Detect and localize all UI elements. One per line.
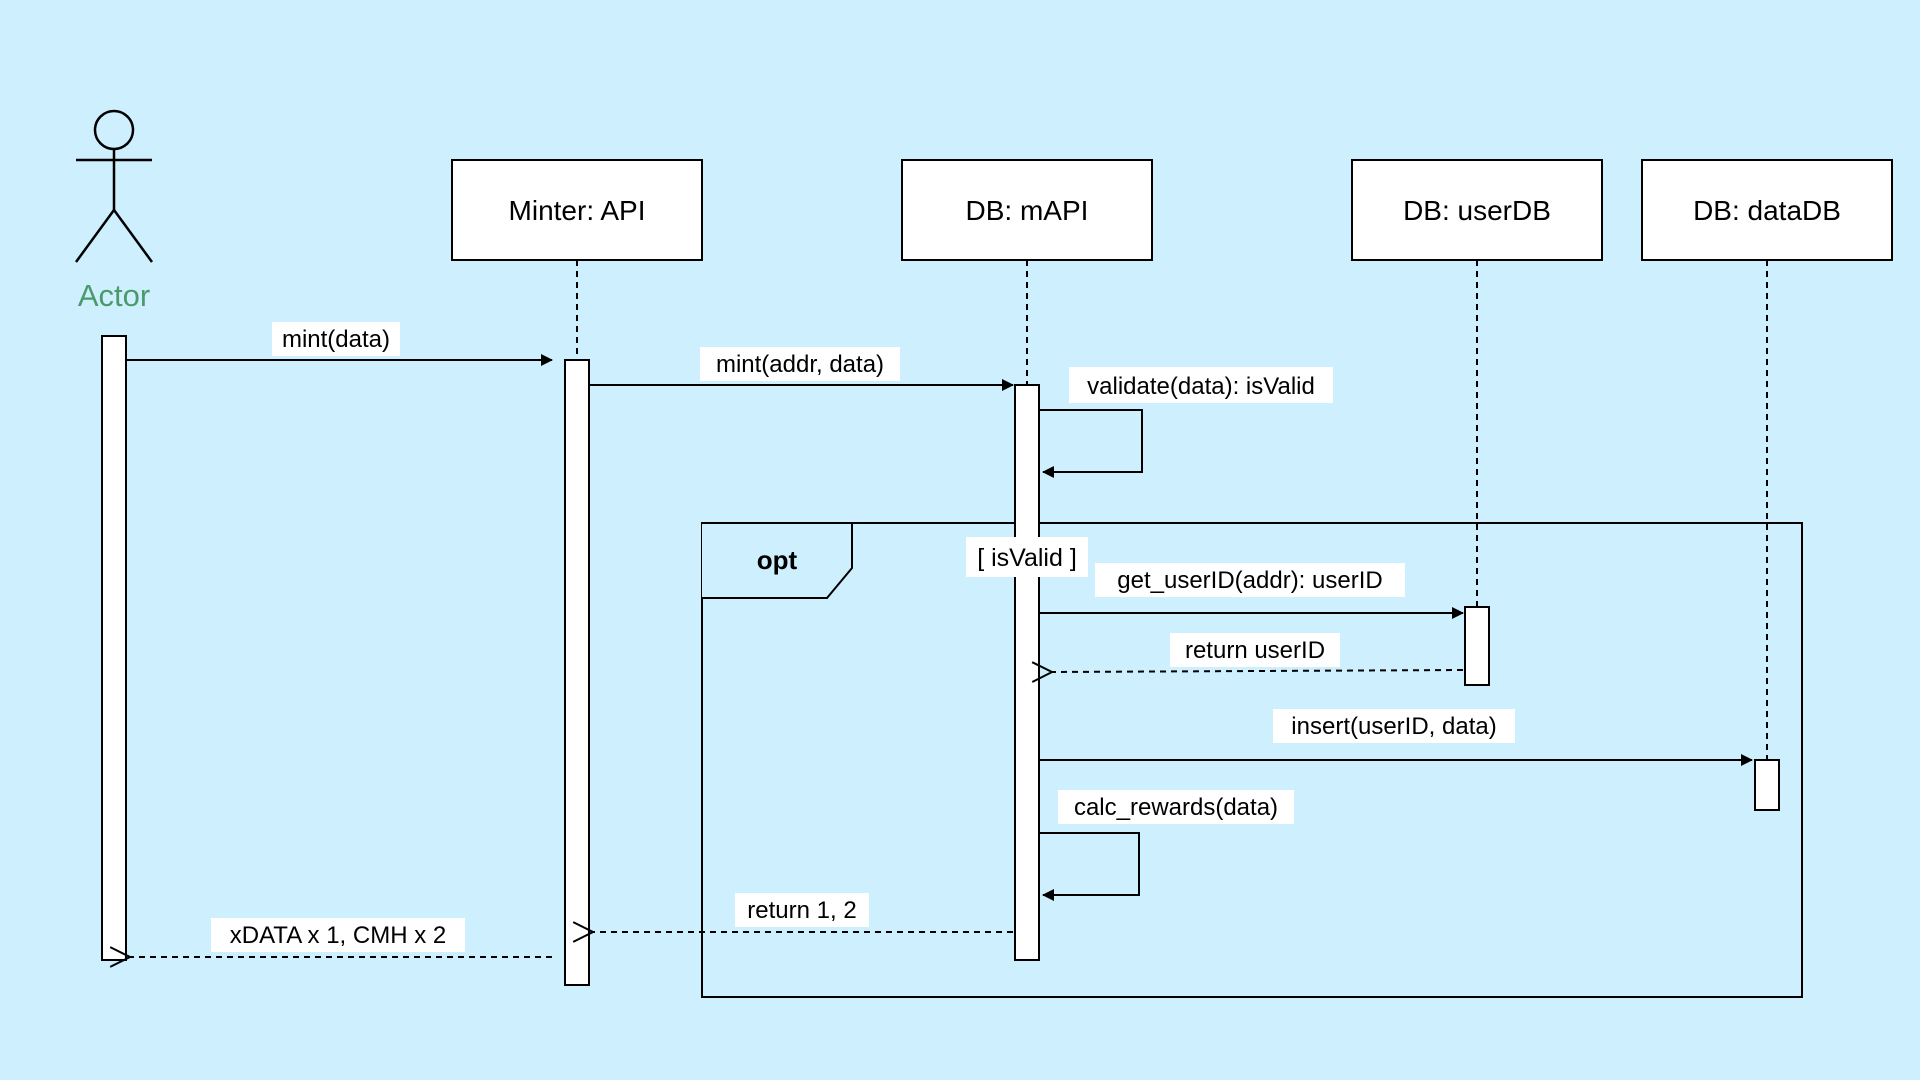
participant-db-datadb: DB: dataDB xyxy=(1641,159,1893,261)
actor-icon xyxy=(74,109,154,263)
msg-text-validate: validate(data): isValid xyxy=(1087,373,1315,400)
participant-minter-api: Minter: API xyxy=(451,159,703,261)
msg-label-mint-addr-data: mint(addr, data) xyxy=(700,347,900,381)
msg-validate-arrow xyxy=(1039,409,1143,478)
msg-text-get-userid: get_userID(addr): userID xyxy=(1117,567,1382,594)
msg-label-return-userid: return userID xyxy=(1170,633,1340,667)
msg-label-validate: validate(data): isValid xyxy=(1069,367,1333,403)
msg-text-mint-data: mint(data) xyxy=(282,326,390,353)
opt-operator-label: opt xyxy=(757,545,798,575)
msg-calc-rewards-arrow xyxy=(1039,832,1140,901)
msg-text-xdata-cmh: xDATA x 1, CMH x 2 xyxy=(230,922,446,949)
msg-label-mint-data: mint(data) xyxy=(272,322,400,356)
participant-db-userdb: DB: userDB xyxy=(1351,159,1603,261)
participant-label-db-datadb: DB: dataDB xyxy=(1693,195,1841,226)
activation-db-mapi xyxy=(1014,384,1040,961)
msg-return-userid-arrow xyxy=(1052,670,1464,672)
msg-text-insert: insert(userID, data) xyxy=(1291,713,1496,740)
guard-text: [ isValid ] xyxy=(977,544,1077,572)
actor-label: Actor xyxy=(78,278,150,313)
msg-text-calc-rewards: calc_rewards(data) xyxy=(1074,794,1278,821)
participant-label-minter-api: Minter: API xyxy=(509,195,646,226)
msg-label-insert: insert(userID, data) xyxy=(1273,709,1515,743)
msg-label-get-userid: get_userID(addr): userID xyxy=(1095,563,1405,597)
msg-text-return-1-2: return 1, 2 xyxy=(747,897,856,924)
activation-db-datadb xyxy=(1754,759,1780,811)
participant-label-db-userdb: DB: userDB xyxy=(1403,195,1551,226)
participant-db-mapi: DB: mAPI xyxy=(901,159,1153,261)
activation-minter-api xyxy=(564,359,590,986)
participant-label-db-mapi: DB: mAPI xyxy=(966,195,1089,226)
msg-label-return-1-2: return 1, 2 xyxy=(735,893,869,927)
msg-label-calc-rewards: calc_rewards(data) xyxy=(1058,790,1294,824)
opt-fragment: opt xyxy=(701,522,1803,998)
activation-db-userdb xyxy=(1464,606,1490,686)
activation-actor xyxy=(101,335,127,961)
msg-label-xdata-cmh: xDATA x 1, CMH x 2 xyxy=(211,918,465,952)
msg-text-return-userid: return userID xyxy=(1185,637,1325,664)
guard-label: [ isValid ] xyxy=(966,537,1088,577)
msg-text-mint-addr-data: mint(addr, data) xyxy=(716,351,884,378)
